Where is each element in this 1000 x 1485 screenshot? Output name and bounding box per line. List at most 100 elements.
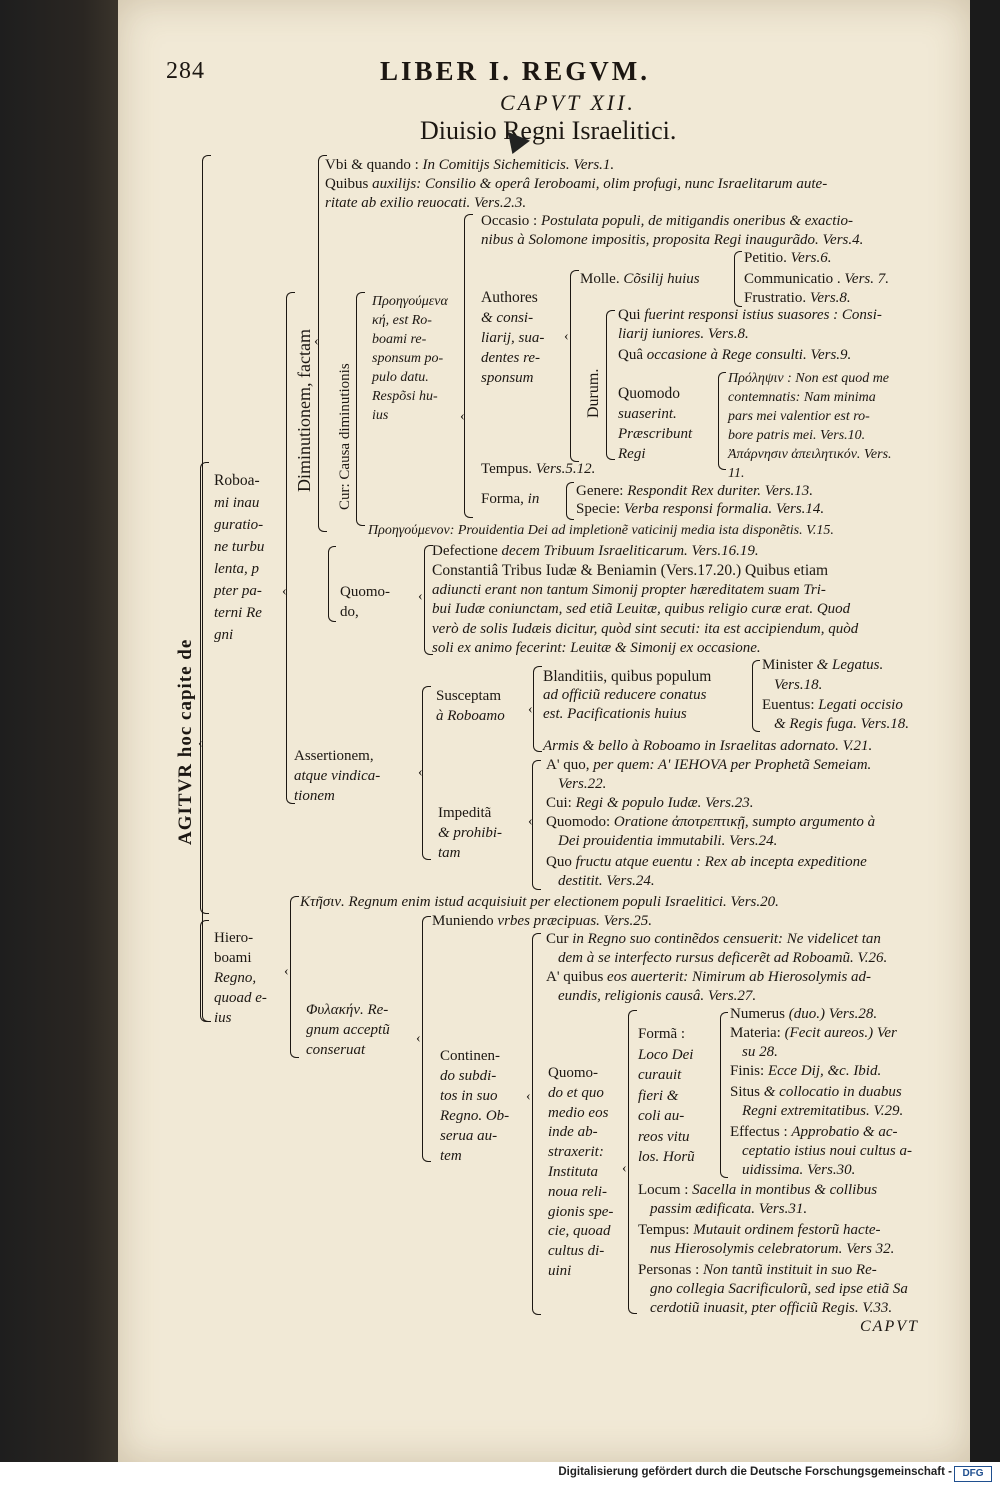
- effectus: Effectus : Approbatio & ac-: [730, 1124, 898, 1140]
- cur-causa-label: Cur: Causa diminutionis: [337, 363, 353, 510]
- euentus: Euentus: Legati occisio: [762, 697, 903, 713]
- impedita-label: Impeditã & prohibi- tam: [438, 805, 503, 861]
- chapter-heading: CAPVT XII.: [500, 90, 636, 115]
- assertionem-brace: [422, 686, 431, 860]
- a-quibus-cont: eundis, religionis causâ. Vers.27.: [558, 988, 757, 1004]
- susceptam-label: Susceptam à Roboamo: [436, 688, 505, 724]
- materia-cont: su 28.: [742, 1044, 778, 1060]
- muniendo: Muniendo vrbes præcipuas. Vers.25.: [432, 913, 652, 929]
- responsum-brace: [464, 214, 473, 518]
- forma-2-brace: [720, 1012, 728, 1178]
- funding-credit: Digitalisierung gefördert durch die Deut…: [558, 1466, 952, 1478]
- situs-cont: Regni extremitatibus. V.29.: [742, 1103, 904, 1119]
- occasio: Occasio : Postulata populi, de mitigandi…: [481, 213, 854, 229]
- quomodo-3-label: Quomo- do et quo medio eos inde ab- stra…: [548, 1065, 614, 1279]
- constantia-text: Constantiâ Tribus Iudæ & Beniamin (Vers.…: [432, 562, 859, 656]
- quomodo-3-brace: [628, 1010, 637, 1314]
- roboami-sub-brace: [286, 292, 295, 804]
- quomodo-2: Quomodo: Oratione ἀποτρεπτικῇ, sumpto ar…: [546, 814, 876, 830]
- cui: Cui: Regi & populo Iudæ. Vers.23.: [546, 795, 754, 811]
- quomodo-suaserint: Quomodo suaserint. Præscribunt Regi: [618, 385, 693, 462]
- defectione: Defectione decem Tribuum Israeliticarum.…: [432, 543, 759, 559]
- forma-brace: [566, 482, 574, 520]
- quo-fructu-cont: destitit. Vers.24.: [558, 873, 655, 889]
- qua-occasione: Quâ occasione à Rege consulti. Vers.9.: [618, 347, 852, 363]
- molle: Molle. Cõsilij huius: [580, 271, 700, 287]
- quibus-auxiliis-cont: ritate ab exilio reuocati. Vers.2.3.: [325, 195, 527, 211]
- a-quo-cont: Vers.22.: [558, 776, 607, 792]
- roboami-brace: [200, 462, 209, 914]
- diminutionem-label: Diminutionem, factam: [294, 329, 314, 492]
- authores-label: Authores & consi- liarij, sua- dentes re…: [481, 289, 545, 386]
- personas: Personas : Non tantũ instituit in suo Re…: [638, 1262, 877, 1278]
- proleipsin-text: Πρόληψιν : Non est quod me contemnatis: …: [728, 371, 892, 481]
- phylaken-brace: [422, 916, 431, 1162]
- a-quibus: A' quibus eos auerterit: Nimirum ab Hier…: [546, 969, 872, 985]
- situs: Situs & collocatio in duabus: [730, 1084, 902, 1100]
- page-title: Diuisio Regni Israelitici.: [420, 116, 677, 145]
- quomodo-2-cont: Dei prouidentia immutabili. Vers.24.: [558, 833, 778, 849]
- footer-bar: Digitalisierung gefördert durch die Deut…: [0, 1462, 1000, 1485]
- minister-cont: Vers.18.: [774, 677, 823, 693]
- authores-brace: [570, 270, 579, 462]
- cur-2: Cur in Regno suo continẽdos censuerit: N…: [546, 931, 881, 947]
- hieroboami-sub-brace: [290, 896, 299, 1058]
- quomodo-1-sub-brace: [424, 545, 433, 655]
- euentus-cont: & Regis fuga. Vers.18.: [774, 716, 909, 732]
- running-title: LIBER I. REGVM.: [380, 56, 651, 86]
- cur-brace: [356, 292, 365, 526]
- occasio-cont: nibus à Solomone impositis, proposita Re…: [481, 232, 864, 248]
- ubi-quando: Vbi & quando : In Comitijs Sichemiticis.…: [325, 157, 615, 173]
- continendo-label: Continen- do subdi- tos in suo Regno. Ob…: [440, 1048, 510, 1164]
- cur-2-cont: dem à se interfecto rursus deficerẽt ad …: [558, 950, 888, 966]
- minister: Minister & Legatus.: [762, 657, 884, 673]
- qui-fuerint: Qui fuerint responsi istius suasores : C…: [618, 307, 882, 323]
- forma: Forma, in: [481, 491, 540, 507]
- materia: Materia: (Fecit aureos.) Ver: [730, 1025, 897, 1041]
- armis: Armis & bello à Roboamo in Israelitas ad…: [543, 738, 873, 754]
- impedita-brace: [532, 760, 541, 890]
- locum: Locum : Sacella in montibus & collibus: [638, 1182, 878, 1198]
- catchword: CAPVT: [860, 1318, 919, 1335]
- continendo-brace: [532, 933, 541, 1315]
- forma-2-label: Formã : Loco Dei curauit fieri & coli au…: [638, 1026, 695, 1165]
- blanditiis-text: Blanditiis, quibus populum ad officiũ re…: [543, 668, 712, 722]
- book-spine: [0, 0, 118, 1462]
- personas-cont: gno collegia Sacrificulorũ, sed ipse eti…: [650, 1281, 908, 1297]
- specie: Specie: Verba responsi formalia. Vers.14…: [576, 501, 825, 517]
- personas-cont-2: cerdotiũ inuasit, pter officiũ Regis. V.…: [650, 1300, 893, 1316]
- quomodo-1-label: Quomo- do,: [340, 584, 390, 620]
- durum-label: Durum.: [585, 368, 602, 418]
- finis: Finis: Ecce Dij, &c. Ibid.: [730, 1063, 882, 1079]
- assertionem-label: Assertionem, atque vindica- tionem: [294, 748, 381, 804]
- page-number: 284: [166, 58, 205, 84]
- communicatio: Communicatio . Vers. 7.: [744, 271, 890, 287]
- agitur-heading: AGITVR hoc capite de: [175, 638, 196, 845]
- hieroboami-label: Hiero- boami Regno, quoad e- ius: [214, 930, 267, 1026]
- proegumena-label: Προηγούμενα κή, est Ro- boami re- sponsu…: [372, 294, 448, 423]
- praescribunt-brace: [718, 372, 726, 470]
- book-page: 284 LIBER I. REGVM. CAPVT XII. Diuisio R…: [118, 0, 970, 1462]
- hieroboami-brace: [200, 920, 209, 1022]
- genere: Genere: Respondit Rex duriter. Vers.13.: [576, 483, 814, 499]
- frustratio: Frustratio. Vers.8.: [744, 290, 851, 306]
- tempus-2-cont: nus Hierosolymis celebratorum. Vers 32.: [650, 1241, 895, 1257]
- quo-fructu: Quo fructu atque euentu : Rex ab incepta…: [546, 854, 867, 870]
- page-edge: [970, 0, 1000, 1462]
- dfg-logo: DFG: [954, 1466, 992, 1482]
- proegumenon: Προηγούμενον: Prouidentia Dei ad impleti…: [368, 523, 834, 538]
- durum-brace: [606, 310, 615, 460]
- tempus-1: Tempus. Vers.5.12.: [481, 461, 596, 477]
- a-quo: A' quo, per quem: A' IEHOVA per Prophetã…: [546, 757, 872, 773]
- quomodo-1-brace: [328, 546, 336, 622]
- tempus-2: Tempus: Mutauit ordinem festorũ hacte-: [638, 1222, 881, 1238]
- ktesin: Κτῆσιν. Regnum enim istud acquisiuit per…: [300, 894, 779, 910]
- susceptam-brace: [533, 666, 542, 752]
- pacificationis-brace: [752, 660, 760, 732]
- effectus-cont: ceptatio istius noui cultus a-: [742, 1143, 912, 1159]
- molle-brace: [734, 251, 742, 307]
- effectus-cont-2: uidissima. Vers.30.: [742, 1162, 856, 1178]
- qui-fuerint-cont: liarij iuniores. Vers.8.: [618, 326, 749, 342]
- roboami-label: Roboa- mi inau guratio- ne turbu lenta, …: [214, 472, 265, 643]
- numerus: Numerus (duo.) Vers.28.: [730, 1006, 878, 1022]
